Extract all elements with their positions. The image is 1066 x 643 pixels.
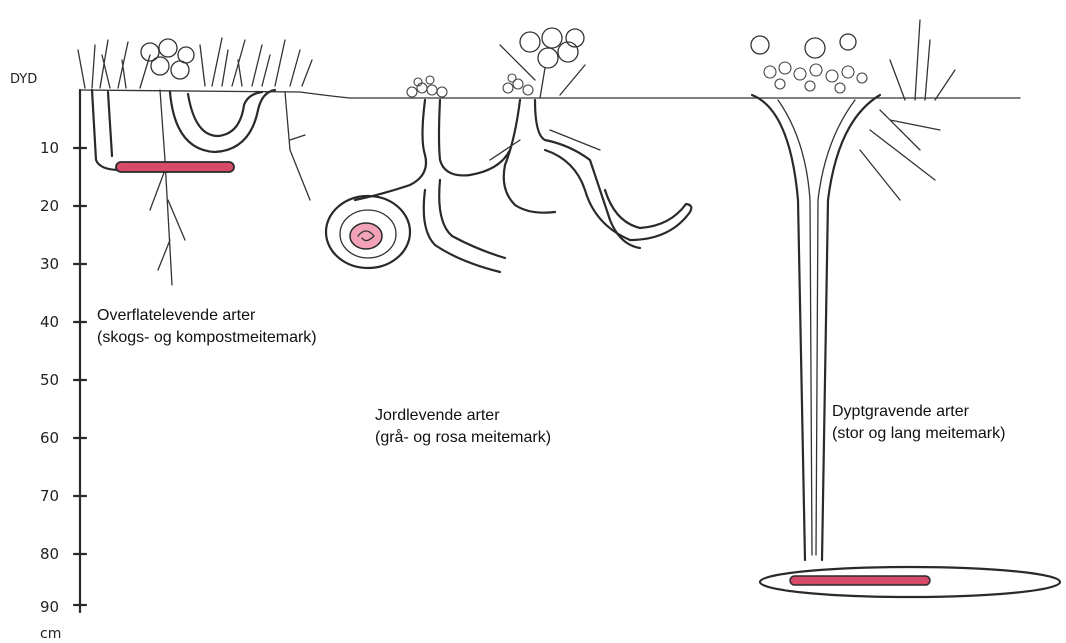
shallow-burrow-left xyxy=(92,90,120,170)
soil-burrow-right-inner xyxy=(535,100,640,248)
group-subtitle: (stor og lang meitemark) xyxy=(832,423,1005,445)
deep-burrow-inner xyxy=(778,100,855,555)
group-subtitle: (skogs- og kompostmeitemark) xyxy=(97,327,317,349)
worm-cast-pile xyxy=(503,74,533,95)
worm-cast-pile xyxy=(407,76,447,97)
soil-dwelling-burrows xyxy=(326,28,691,272)
root xyxy=(285,92,310,200)
grass-blade xyxy=(890,20,955,100)
group-name: Overflatelevende arter xyxy=(97,305,317,327)
coiled-worm-chamber xyxy=(326,196,410,268)
worm-cast-pile xyxy=(751,34,867,93)
root xyxy=(150,90,185,285)
grass-tuft xyxy=(78,38,312,88)
deep-burrow-funnel xyxy=(752,95,805,560)
group-label-soil: Jordlevende arter (grå- og rosa meitemar… xyxy=(375,405,551,449)
tick-label: 30 xyxy=(40,255,59,273)
surface-worm xyxy=(116,162,234,172)
group-subtitle: (grå- og rosa meitemark) xyxy=(375,427,551,449)
group-label-deep: Dyptgravende arter (stor og lang meitema… xyxy=(832,401,1005,445)
soil-burrow-down xyxy=(424,190,500,272)
depth-scale-header: DYD xyxy=(10,72,37,87)
u-burrow xyxy=(170,90,275,152)
deep-worm xyxy=(790,576,930,585)
surface-dwelling-burrows xyxy=(78,38,312,285)
tick-label: 10 xyxy=(40,139,59,157)
depth-tick-labels: 10 20 30 40 50 60 70 80 90 xyxy=(40,139,59,616)
deep-burrowing-burrows xyxy=(751,20,1060,597)
tick-label: 50 xyxy=(40,371,59,389)
tick-label: 20 xyxy=(40,197,59,215)
soil-burrow-right xyxy=(504,100,555,213)
group-name: Dyptgravende arter xyxy=(832,401,1005,423)
soil-burrow-down-inner xyxy=(439,180,505,258)
group-label-surface: Overflatelevende arter (skogs- og kompos… xyxy=(97,305,317,349)
shallow-burrow-right-wall xyxy=(108,92,112,156)
group-name: Jordlevende arter xyxy=(375,405,551,427)
tick-label: 80 xyxy=(40,545,59,563)
soil-burrow-right-branch xyxy=(545,150,691,240)
soil-burrow-left-inner xyxy=(439,100,510,175)
depth-scale: DYD 10 20 30 40 50 60 70 80 90 cm xyxy=(10,72,86,642)
root xyxy=(860,110,940,200)
depth-unit: cm xyxy=(40,626,61,642)
tick-label: 70 xyxy=(40,487,59,505)
tick-label: 90 xyxy=(40,598,59,616)
tick-label: 60 xyxy=(40,429,59,447)
tick-label: 40 xyxy=(40,313,59,331)
soil-burrow-left xyxy=(355,100,426,200)
